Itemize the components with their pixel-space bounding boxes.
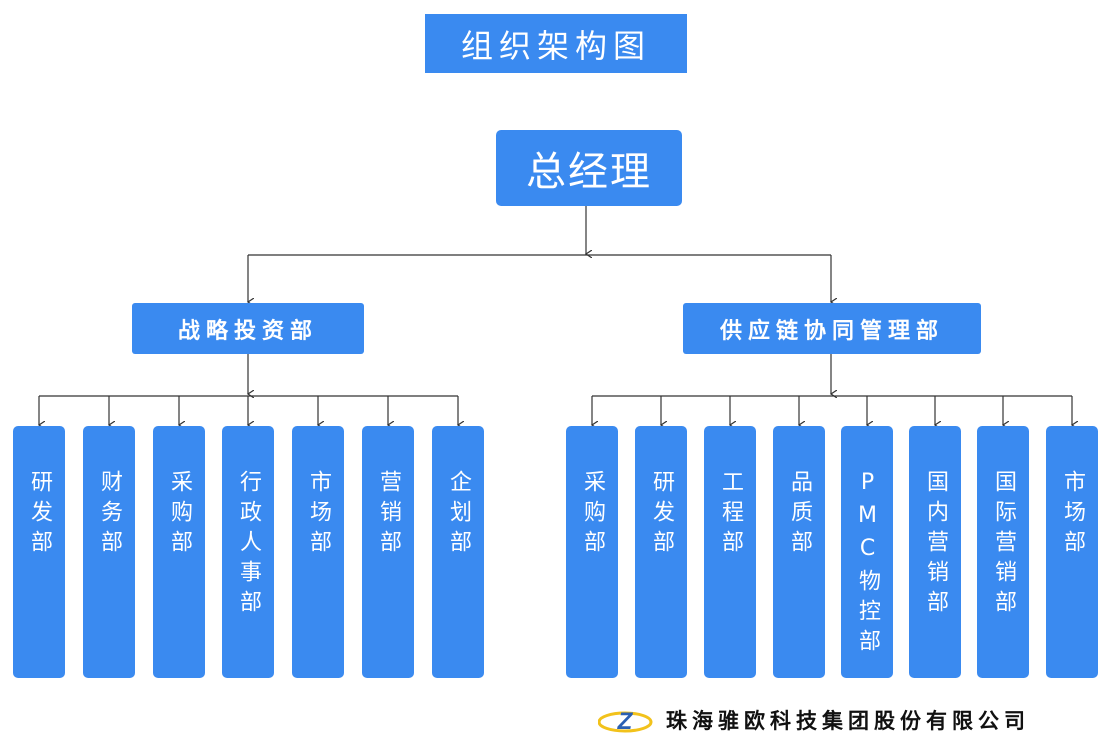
dept-left-0: 研发部 — [13, 426, 65, 678]
dept-left-6: 企划部 — [432, 426, 484, 678]
dept-right-1: 研发部 — [635, 426, 687, 678]
dept-right-5: 国内营销部 — [909, 426, 961, 678]
dept-label: 采购部 — [580, 470, 605, 560]
dept-right-6: 国际营销部 — [977, 426, 1029, 678]
dept-label: 工程部 — [718, 470, 743, 560]
dept-left-2: 采购部 — [153, 426, 205, 678]
chart-title: 组织架构图 — [425, 14, 687, 73]
division-supply-chain: 供应链协同管理部 — [683, 303, 981, 354]
dept-label: 研发部 — [27, 470, 52, 560]
company-logo-icon: Z — [598, 708, 653, 735]
dept-label: 市场部 — [306, 470, 331, 560]
dept-label: 品质部 — [787, 470, 812, 560]
dept-right-7: 市场部 — [1046, 426, 1098, 678]
dept-label: 采购部 — [167, 470, 192, 560]
dept-label: 营销部 — [376, 470, 401, 560]
dept-label: 国际营销部 — [991, 470, 1016, 620]
logo-letter: Z — [617, 708, 634, 735]
dept-right-0: 采购部 — [566, 426, 618, 678]
dept-label: 市场部 — [1060, 470, 1085, 560]
footer: Z 珠海骓欧科技集团股份有限公司 — [598, 704, 1088, 736]
company-name: 珠海骓欧科技集团股份有限公司 — [666, 708, 1030, 733]
dept-left-3: 行政人事部 — [222, 426, 274, 678]
dept-right-3: 品质部 — [773, 426, 825, 678]
ceo-box: 总经理 — [496, 130, 682, 206]
dept-left-1: 财务部 — [83, 426, 135, 678]
dept-label: 企划部 — [446, 470, 471, 560]
dept-label: 国内营销部 — [923, 470, 948, 620]
dept-label: 财务部 — [97, 470, 122, 560]
division-strategic-investment: 战略投资部 — [132, 303, 364, 354]
dept-label: 行政人事部 — [236, 470, 261, 620]
dept-right-2: 工程部 — [704, 426, 756, 678]
dept-left-4: 市场部 — [292, 426, 344, 678]
dept-left-5: 营销部 — [362, 426, 414, 678]
dept-label: 研发部 — [649, 470, 674, 560]
dept-right-4: PMC物控部 — [841, 426, 893, 678]
dept-label: PMC物控部 — [855, 470, 880, 659]
